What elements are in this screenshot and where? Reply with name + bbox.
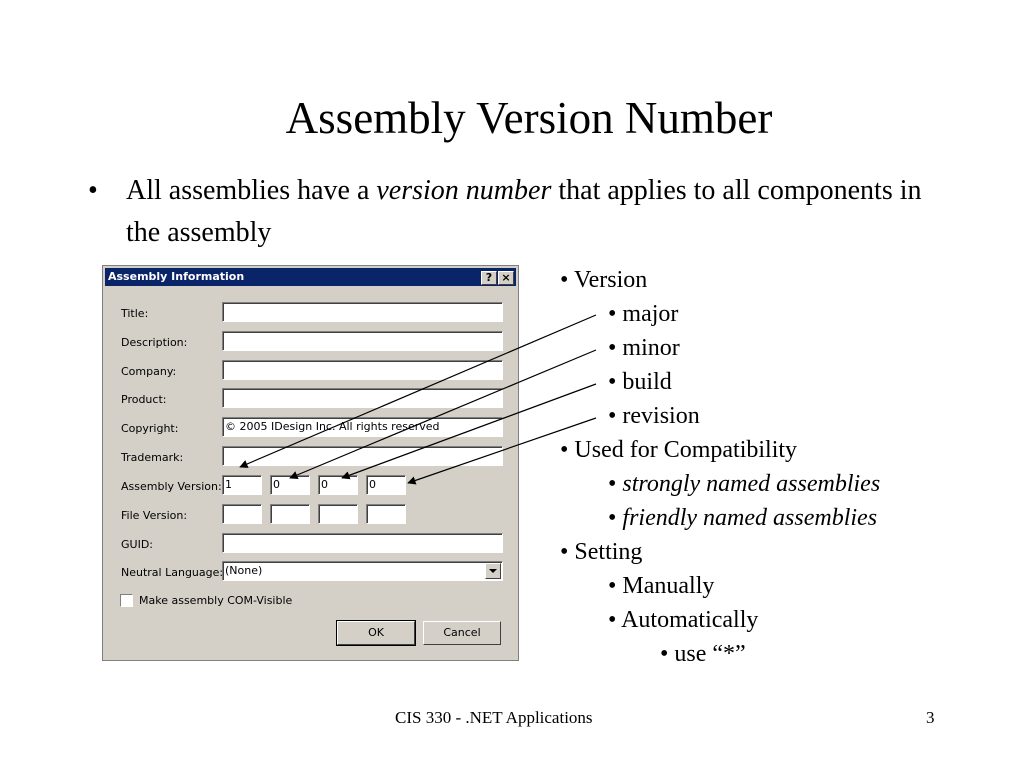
product-label: Product: (121, 393, 167, 406)
list-item: • Version (560, 267, 648, 293)
main-bullet-text-part: All assemblies have a (126, 175, 377, 206)
list-item: • use “*” (660, 641, 746, 667)
list-item: • Used for Compatibility (560, 437, 798, 463)
ok-button[interactable]: OK (336, 620, 416, 646)
file-version-label: File Version: (121, 509, 188, 522)
assembly-version-major-field[interactable]: 1 (222, 475, 262, 495)
main-bullet-text: All assemblies have a version number tha… (126, 170, 946, 254)
dialog-title: Assembly Information (108, 270, 245, 283)
file-version-revision-field[interactable] (366, 504, 406, 524)
assembly-information-dialog: Assembly Information ? × Title: Descript… (102, 265, 519, 661)
list-item: • Automatically (608, 607, 759, 633)
assembly-version-build-field[interactable]: 0 (318, 475, 358, 495)
com-visible-checkbox[interactable] (120, 594, 133, 607)
help-button[interactable]: ? (481, 271, 497, 285)
close-button[interactable]: × (498, 271, 514, 285)
product-field[interactable] (222, 388, 503, 408)
company-label: Company: (121, 365, 177, 378)
list-item: • revision (608, 403, 700, 429)
description-field[interactable] (222, 331, 503, 351)
footer-course: CIS 330 - .NET Applications (395, 708, 593, 727)
trademark-label: Trademark: (121, 451, 184, 464)
file-version-minor-field[interactable] (270, 504, 310, 524)
main-bullet-emphasis: version number (376, 175, 552, 206)
description-label: Description: (121, 336, 188, 349)
assembly-version-revision-field[interactable]: 0 (366, 475, 406, 495)
list-item: • strongly named assemblies (608, 471, 881, 497)
list-item: • Manually (608, 573, 715, 599)
neutral-language-value: (None) (225, 564, 263, 577)
com-visible-label[interactable]: Make assembly COM-Visible (139, 594, 293, 607)
title-field[interactable] (222, 302, 503, 322)
list-item: • friendly named assemblies (608, 505, 878, 531)
dialog-titlebar[interactable]: Assembly Information ? × (105, 268, 516, 286)
list-item: • major (608, 301, 679, 327)
file-version-major-field[interactable] (222, 504, 262, 524)
bullet-dot: • (88, 175, 98, 206)
slide-title: Assembly Version Number (285, 93, 773, 143)
title-label: Title: (121, 307, 149, 320)
list-item: • minor (608, 335, 680, 361)
dropdown-arrow-icon[interactable] (485, 563, 501, 579)
copyright-field[interactable]: © 2005 IDesign Inc. All rights reserved (222, 417, 503, 437)
file-version-build-field[interactable] (318, 504, 358, 524)
copyright-label: Copyright: (121, 422, 179, 435)
company-field[interactable] (222, 360, 503, 380)
cancel-button[interactable]: Cancel (423, 621, 501, 645)
guid-field[interactable] (222, 533, 503, 553)
trademark-field[interactable] (222, 446, 503, 466)
assembly-version-label: Assembly Version: (121, 480, 222, 493)
guid-label: GUID: (121, 538, 153, 551)
list-item: • build (608, 369, 672, 395)
neutral-language-label: Neutral Language: (121, 566, 224, 579)
assembly-version-minor-field[interactable]: 0 (270, 475, 310, 495)
list-item: • Setting (560, 539, 643, 565)
main-bullet-text-part: that applies to all components in the as… (126, 175, 922, 248)
neutral-language-select[interactable]: (None) (222, 561, 503, 581)
footer-page-number: 3 (926, 708, 935, 727)
